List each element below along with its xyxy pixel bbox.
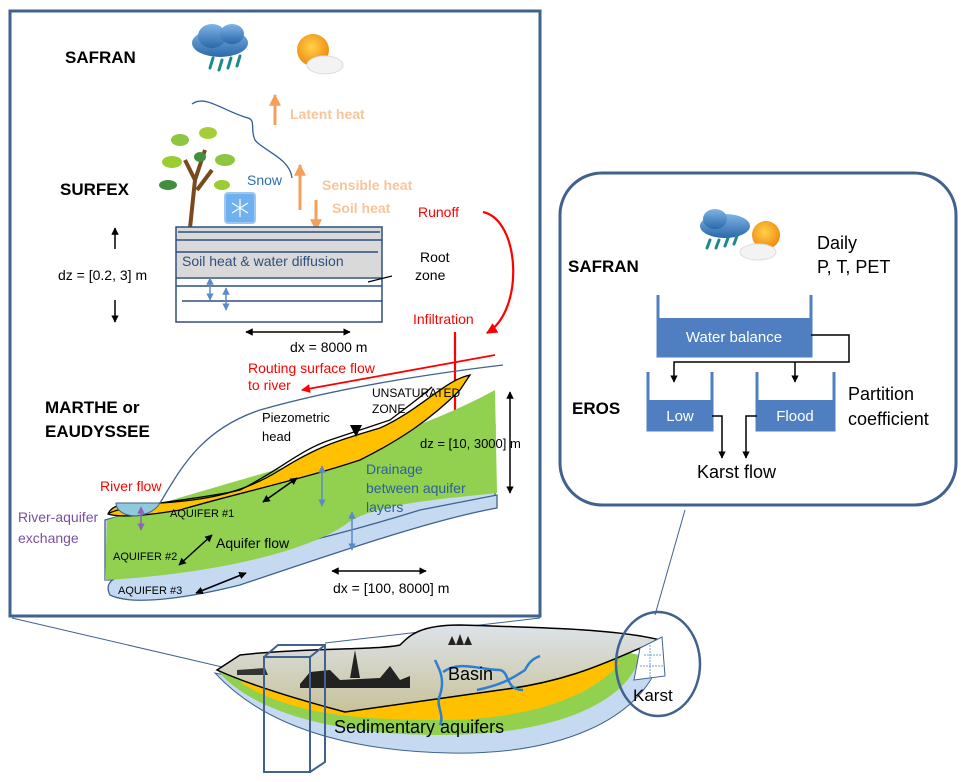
flood-reservoir — [755, 372, 836, 432]
drainage-label-2: between aquifer — [366, 480, 466, 496]
surfex-label: SURFEX — [60, 180, 130, 199]
low-label: Low — [666, 408, 694, 425]
aquifer3-flow-arrow — [195, 572, 247, 594]
dz-surfex-label: dz = [0.2, 3] m — [58, 267, 147, 283]
canopy-curve — [191, 100, 293, 179]
rain-cloud-icon — [192, 24, 248, 72]
aquifer1-flow-arrow — [262, 477, 298, 503]
snow-icon — [224, 192, 256, 224]
piezometric-marker-icon — [350, 425, 362, 437]
soil-column — [175, 226, 383, 323]
river-aquifer-label-1: River-aquifer — [18, 509, 98, 525]
zoom-connector-line — [654, 509, 686, 616]
root-zone-label-1: Root — [420, 249, 450, 265]
river-flow-label: River flow — [100, 478, 162, 494]
karst-flow-label: Karst flow — [697, 462, 777, 482]
flood-to-karst-arrow — [742, 415, 757, 459]
daily-label-2: P, T, PET — [817, 257, 890, 277]
sensible-heat-label: Sensible heat — [322, 177, 413, 193]
karst-label: Karst — [633, 686, 673, 705]
drainage-label-3: layers — [366, 499, 403, 515]
tree-icon — [159, 127, 235, 229]
water-balance-to-low-arrow — [670, 334, 850, 383]
aquifer-1-label: AQUIFER #1 — [170, 508, 234, 520]
dx-aquifer-label: dx = [100, 8000] m — [333, 580, 449, 596]
zoom-box-3d — [263, 644, 326, 773]
partition-label-1: Partition — [848, 384, 914, 404]
piezometric-label-1: Piezometric — [262, 410, 330, 425]
piezometric-label-2: head — [262, 429, 291, 444]
marthe-label-2: EAUDYSSEE — [45, 422, 150, 441]
routing-arrow — [301, 354, 496, 393]
partition-label-2: coefficient — [848, 409, 929, 429]
routing-label-1: Routing surface flow — [248, 360, 376, 376]
weather-icon — [700, 209, 780, 261]
unsaturated-label-2: ZONE — [372, 402, 405, 416]
marthe-label-1: MARTHE or — [45, 398, 140, 417]
flood-label: Flood — [776, 408, 814, 425]
dx-surfex-label: dx = 8000 m — [290, 339, 367, 355]
routing-label-2: to river — [248, 377, 291, 393]
runoff-arrow — [482, 210, 515, 334]
dz-aquifer-label: dz = [10, 3000] m — [420, 436, 521, 451]
basin-illustration — [213, 624, 663, 754]
sun-icon — [297, 34, 344, 75]
soil-diffusion-label: Soil heat & water diffusion — [182, 253, 344, 269]
basin-label: Basin — [448, 664, 493, 684]
safran-label-left: SAFRAN — [65, 48, 136, 67]
snow-label: Snow — [247, 172, 283, 188]
unsaturated-label-1: UNSATURATED — [372, 386, 461, 400]
sedimentary-label: Sedimentary aquifers — [334, 717, 504, 737]
daily-label-1: Daily — [817, 233, 857, 253]
low-to-karst-arrow — [712, 415, 726, 459]
river-aquifer-label-2: exchange — [18, 530, 79, 546]
water-balance-reservoir — [656, 295, 813, 358]
karst-callout — [614, 610, 702, 718]
soil-heat-label: Soil heat — [332, 200, 391, 216]
aquifer-3-label: AQUIFER #3 — [118, 585, 182, 597]
runoff-label: Runoff — [418, 204, 459, 220]
root-zone-label-2: zone — [415, 267, 446, 283]
latent-heat-label: Latent heat — [290, 106, 365, 122]
low-reservoir — [646, 372, 714, 432]
infiltration-label: Infiltration — [413, 311, 474, 327]
drainage-label-1: Drainage — [366, 461, 423, 477]
eros-label: EROS — [572, 399, 620, 418]
aquifer2-flow-arrow — [178, 534, 213, 566]
aquifer-flow-label: Aquifer flow — [216, 535, 290, 551]
water-balance-label: Water balance — [686, 329, 782, 346]
root-zone-leader — [367, 275, 393, 283]
aquifer-2-label: AQUIFER #2 — [113, 551, 177, 563]
safran-label-right: SAFRAN — [568, 257, 639, 276]
